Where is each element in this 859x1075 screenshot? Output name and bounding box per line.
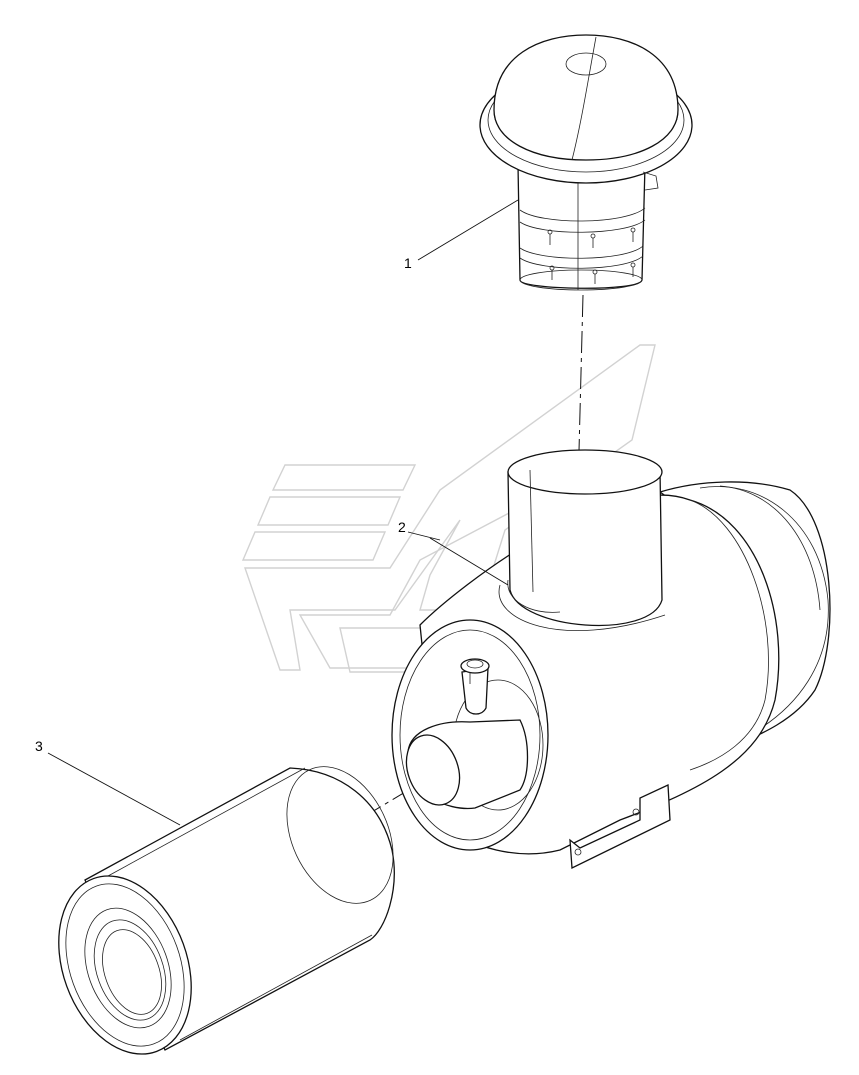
- leader-line-1: [417, 199, 519, 261]
- air-cleaner-housing: [391, 449, 831, 870]
- callout-2: 2: [398, 519, 406, 535]
- leader-line-2: [407, 531, 509, 586]
- precleaner-cap: [479, 34, 693, 291]
- callout-3: 3: [35, 738, 43, 754]
- filter-element: [58, 766, 395, 1055]
- leader-line-3: [47, 752, 181, 826]
- callout-1: 1: [404, 255, 412, 271]
